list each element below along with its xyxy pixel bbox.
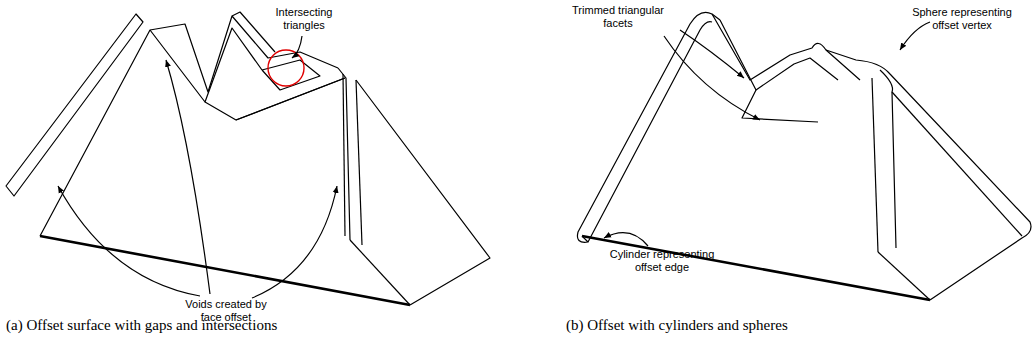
subfigure-caption: (a) Offset surface with gaps and interse… (6, 316, 326, 334)
callout-label: Trimmed triangular facets (560, 4, 676, 30)
callout-label: Cylinder representing offset edge (600, 248, 724, 274)
callout-label: Sphere representing offset vertex (900, 6, 1024, 32)
callout-label: Intersecting triangles (262, 6, 346, 32)
subfigure-caption: (b) Offset with cylinders and spheres (566, 316, 926, 334)
